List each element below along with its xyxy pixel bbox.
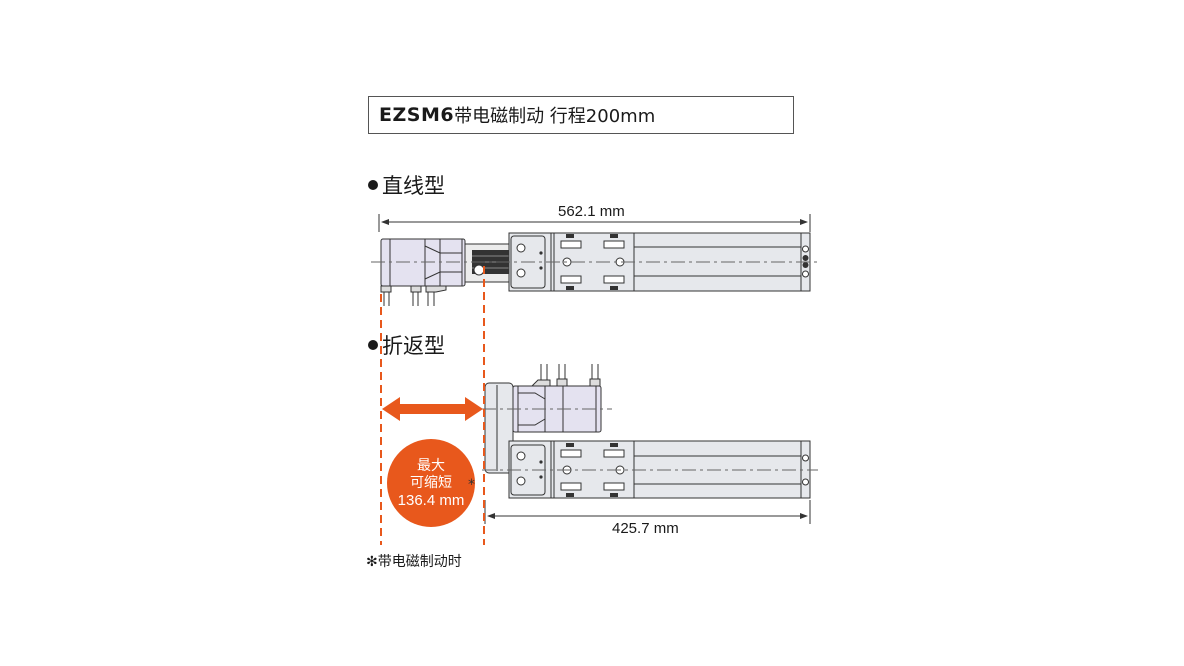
section-label-straight: 直线型 [368, 170, 445, 200]
dimension-line-folded [484, 500, 811, 524]
badge-value: 136.4 mm [397, 491, 465, 509]
reduction-badge: 最大 可缩短 136.4 mm [387, 439, 475, 527]
bullet-icon [368, 340, 378, 350]
section-title: 直线型 [382, 174, 445, 198]
bullet-icon [368, 180, 378, 190]
asterisk-note-marker: * [468, 477, 475, 493]
dimension-straight-length: 562.1 mm [558, 203, 625, 220]
badge-line1: 最大 [417, 457, 445, 474]
dimension-folded-length: 425.7 mm [612, 520, 679, 537]
section-label-folded: 折返型 [368, 330, 445, 360]
section-title: 折返型 [382, 334, 445, 358]
dimension-line-straight [378, 214, 811, 232]
title-box: EZSM6 带电磁制动 行程200mm [368, 96, 794, 134]
reduction-guides [380, 266, 485, 545]
motor-straight [380, 238, 466, 306]
footnote: ✻带电磁制动时 [366, 554, 462, 570]
badge-line2: 可缩短 [410, 474, 452, 491]
model-name: EZSM6 [379, 104, 455, 126]
coupling-straight [464, 243, 510, 283]
title-description: 带电磁制动 行程200mm [454, 106, 656, 127]
reduction-arrow [382, 397, 483, 421]
